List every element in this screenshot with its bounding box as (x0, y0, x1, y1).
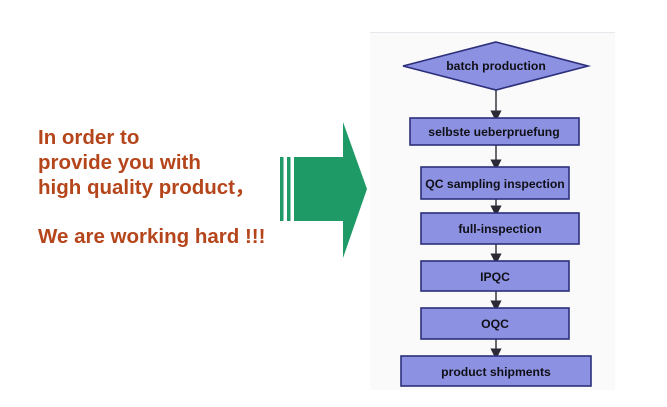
flow-node-label: full-inspection (458, 222, 541, 236)
flow-node-label: selbste ueberpruefung (428, 125, 559, 139)
intro-text: In order to provide you with high qualit… (38, 125, 265, 249)
flow-node-ipqc: IPQC (420, 260, 570, 292)
flow-node-label: QC sampling inspection (425, 177, 565, 191)
flow-node-label: product shipments (441, 365, 551, 379)
flow-node-product-shipments: product shipments (400, 355, 592, 387)
flow-node-label: OQC (481, 317, 509, 331)
flow-node-oqc: OQC (420, 307, 570, 340)
flow-node-label: batch production (446, 59, 546, 73)
flow-node-label: IPQC (480, 270, 510, 284)
flow-node-qc-sampling-inspection: QC sampling inspection (420, 166, 570, 200)
panel-top-rule (370, 32, 615, 33)
intro-line-3: high quality product， (38, 176, 256, 199)
intro-line-2: provide you with (38, 151, 201, 174)
flow-node-full-inspection: full-inspection (420, 212, 580, 245)
flow-node-batch-production: batch production (402, 41, 592, 91)
intro-line-1: In order to (38, 126, 140, 149)
flow-node-selbste-ueberpruefung: selbste ueberpruefung (409, 117, 580, 146)
intro-emphasis: We are working hard !!! (38, 225, 266, 248)
